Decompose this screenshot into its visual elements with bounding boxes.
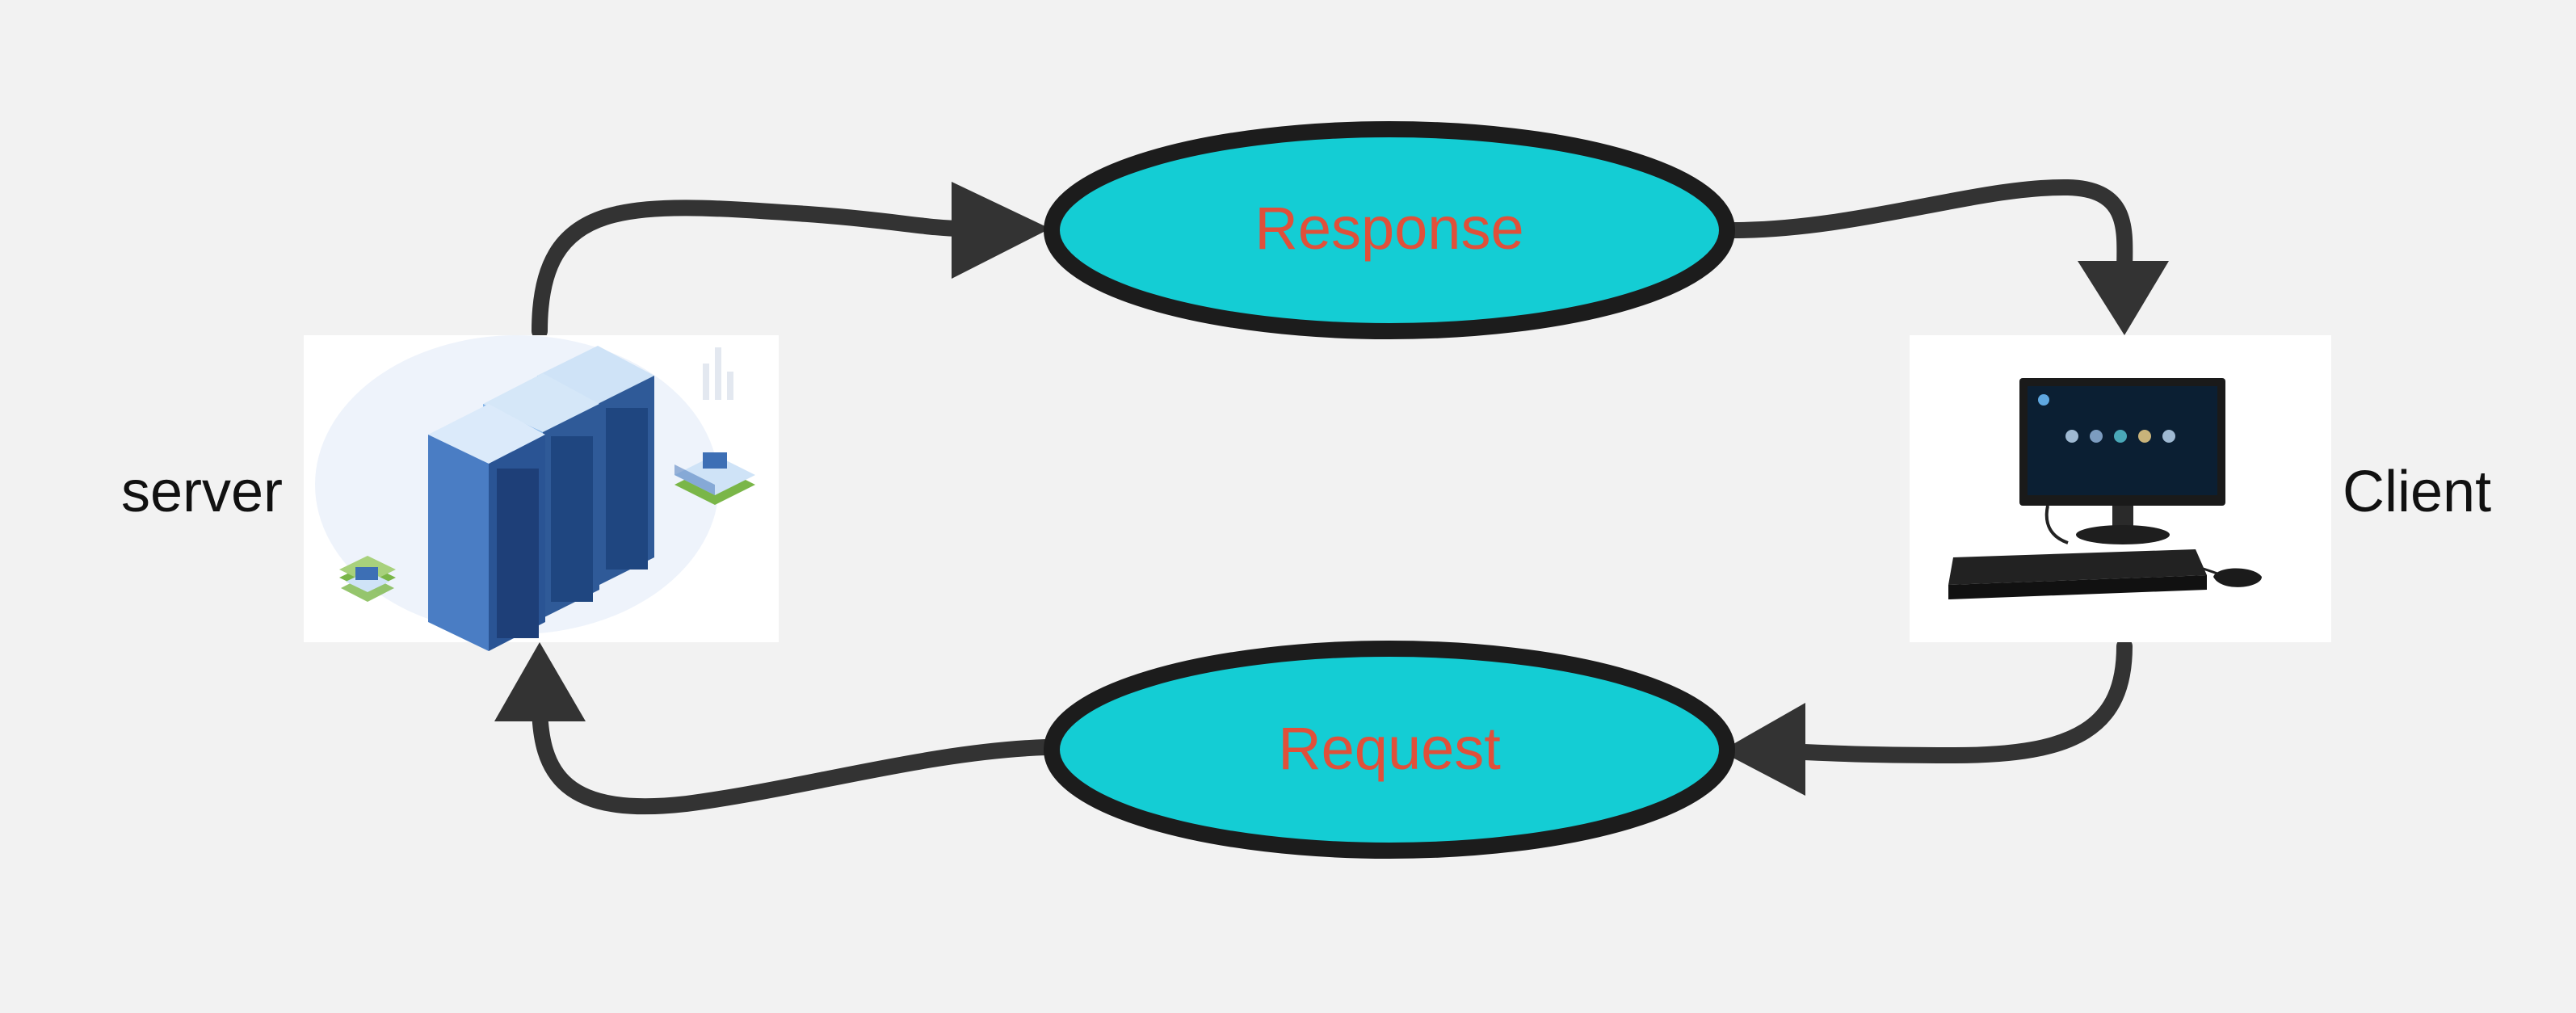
response-label: Response — [1254, 195, 1523, 262]
request-label: Request — [1278, 715, 1501, 782]
server-node: server — [121, 335, 779, 651]
client-label: Client — [2343, 460, 2491, 524]
request-ellipse — [1044, 641, 1735, 859]
arrow-client-to-request — [1721, 638, 2133, 796]
request-node: Request — [1044, 641, 1735, 859]
arrow-request-to-server — [494, 642, 1054, 815]
arrow-server-to-response — [532, 182, 1050, 339]
arrow-response-to-client — [1725, 179, 2169, 335]
server-rack-icon — [315, 335, 755, 651]
response-ellipse — [1044, 121, 1735, 339]
client-node: Client — [1910, 335, 2491, 642]
desktop-computer-icon — [1948, 378, 2262, 599]
response-node: Response — [1044, 121, 1735, 339]
server-label: server — [121, 460, 283, 524]
